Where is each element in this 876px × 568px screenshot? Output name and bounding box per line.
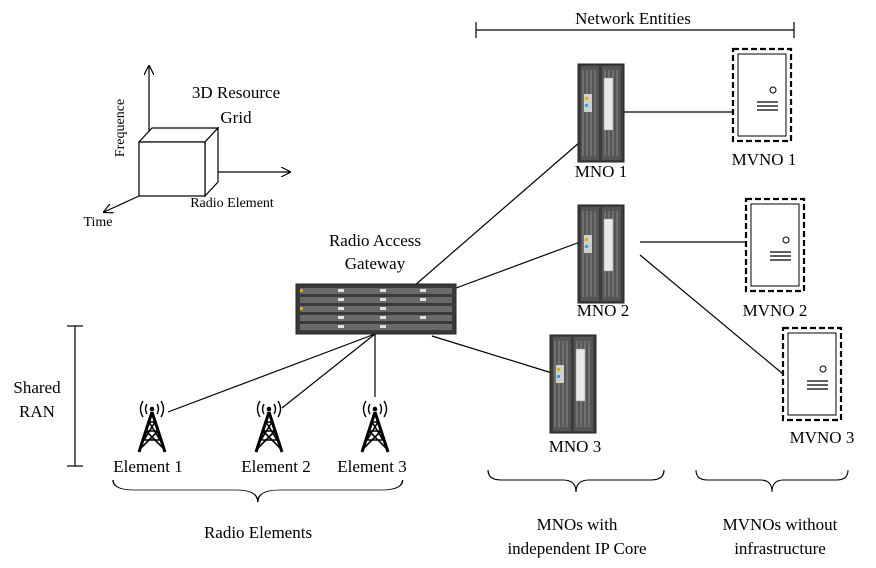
radio-elements-label: Radio Elements bbox=[204, 523, 312, 542]
link-gateway-mno1 bbox=[413, 141, 581, 287]
mnos-group-label-line1: MNOs with bbox=[537, 515, 618, 534]
element3-label: Element 3 bbox=[337, 457, 406, 476]
link-gateway-element1 bbox=[167, 333, 376, 413]
gateway-label-line1: Radio Access bbox=[329, 231, 421, 250]
mvno1-label: MVNO 1 bbox=[732, 150, 797, 169]
link-gateway-mno3 bbox=[431, 335, 553, 374]
mno2-label: MNO 2 bbox=[577, 301, 629, 320]
radio-element-axis-label: Radio Element bbox=[190, 196, 274, 211]
network-entities-label: Network Entities bbox=[575, 9, 691, 28]
mno3-label: MNO 3 bbox=[549, 437, 601, 456]
mnos-group-label-line2: independent IP Core bbox=[507, 539, 646, 558]
mno3-server-rack bbox=[549, 334, 597, 434]
mvno3-server-box bbox=[781, 326, 843, 422]
mvno1-server-box bbox=[731, 47, 793, 143]
time-axis-arrow bbox=[104, 195, 140, 212]
resource-grid-title-line2: Grid bbox=[220, 108, 252, 127]
frequency-axis-label: Frequence bbox=[113, 99, 128, 157]
mno2-server-rack bbox=[577, 204, 625, 304]
mvnos-group-label-line2: infrastructure bbox=[734, 539, 826, 558]
resource-grid-title-line1: 3D Resource bbox=[192, 83, 280, 102]
mvnos-brace bbox=[695, 469, 849, 493]
connection-lines bbox=[167, 111, 784, 413]
element1-label: Element 1 bbox=[113, 457, 182, 476]
time-axis-label: Time bbox=[83, 215, 112, 230]
mvno2-label: MVNO 2 bbox=[743, 301, 808, 320]
radio-access-gateway-device bbox=[295, 283, 457, 335]
resource-grid-diagram: 3D Resource Grid Frequence Radio Element… bbox=[83, 66, 290, 230]
resource-grid-cube bbox=[137, 126, 220, 198]
shared-ran-label-line1: Shared bbox=[13, 378, 61, 397]
element2-label: Element 2 bbox=[241, 457, 310, 476]
mvnos-group-label-line1: MVNOs without bbox=[723, 515, 838, 534]
mvno3-label: MVNO 3 bbox=[790, 428, 855, 447]
mno1-server-rack bbox=[577, 63, 625, 163]
link-mno2-mvno3 bbox=[639, 254, 784, 375]
radio-elements-brace bbox=[112, 479, 404, 503]
shared-ran-label-line2: RAN bbox=[19, 402, 55, 421]
mvno2-server-box bbox=[744, 197, 806, 293]
element2-tower-icon bbox=[254, 399, 284, 454]
gateway-label-line2: Gateway bbox=[345, 254, 406, 273]
link-gateway-mno2 bbox=[439, 241, 581, 295]
mnos-brace bbox=[487, 469, 665, 493]
element3-tower-icon bbox=[360, 399, 390, 454]
mno1-label: MNO 1 bbox=[575, 162, 627, 181]
link-gateway-element2 bbox=[281, 333, 376, 409]
element1-tower-icon bbox=[137, 399, 167, 454]
